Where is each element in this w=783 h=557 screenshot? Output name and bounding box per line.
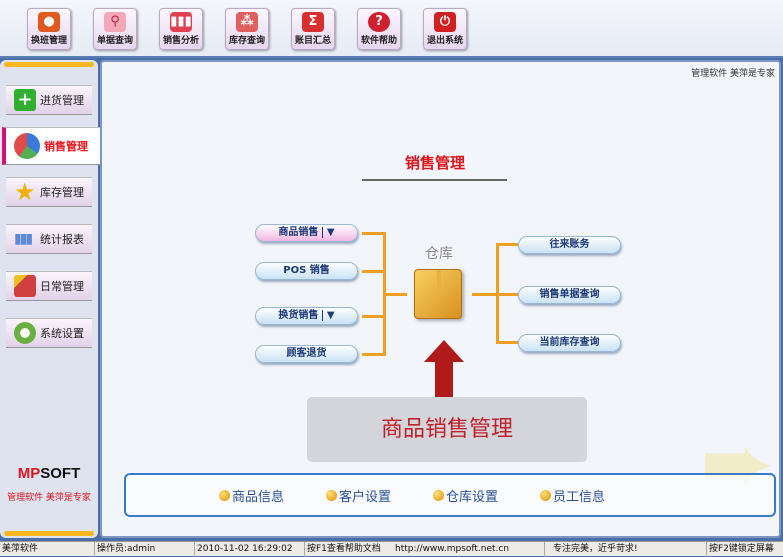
status-url[interactable]: http://www.mpsoft.net.cn bbox=[393, 542, 545, 557]
sidebar-item-daily[interactable]: 日常管理 bbox=[6, 271, 92, 301]
status-datetime: 2010-11-02 16:29:02 bbox=[195, 542, 305, 557]
connector bbox=[496, 243, 518, 246]
connector bbox=[496, 293, 518, 296]
bullet-icon bbox=[326, 489, 338, 501]
tagline: 管理软件 美萍是专家 bbox=[691, 69, 775, 79]
sidebar-bottom-bar bbox=[4, 531, 94, 536]
quick-links: 商品信息 客户设置 仓库设置 员工信息 bbox=[124, 473, 776, 517]
title-underline bbox=[362, 179, 507, 181]
sidebar-item-purchase[interactable]: +进货管理 bbox=[6, 85, 92, 115]
status-motto: 专注完美，近乎苛求! bbox=[545, 542, 707, 557]
exit-button[interactable]: ⏻退出系统 bbox=[423, 8, 467, 50]
pie-icon bbox=[14, 133, 40, 159]
connector bbox=[472, 293, 498, 296]
plus-icon: + bbox=[14, 89, 36, 111]
boxes-icon: ⁂ bbox=[236, 12, 258, 32]
brush-icon bbox=[14, 275, 36, 297]
page-title: 销售管理 bbox=[404, 154, 465, 172]
bullet-icon bbox=[219, 489, 230, 501]
link-customer-settings[interactable]: 客户设置 bbox=[326, 486, 391, 505]
connector bbox=[362, 232, 385, 235]
connector bbox=[383, 232, 386, 356]
dropdown-arrow-icon[interactable]: ▼ bbox=[321, 310, 335, 321]
bars-icon: ▮▮▮ bbox=[14, 231, 33, 247]
warehouse-label: 仓库 bbox=[425, 246, 453, 262]
status-lock: 按F2键锁定屏幕 bbox=[709, 544, 774, 554]
connector bbox=[385, 293, 407, 296]
bullet-icon bbox=[433, 489, 445, 501]
sidebar-item-settings[interactable]: 系统设置 bbox=[6, 318, 92, 348]
sidebar-slogan: 管理软件 美萍是专家 bbox=[7, 493, 91, 503]
sales-analysis-button[interactable]: ▮▮▮销售分析 bbox=[159, 8, 203, 50]
bar-chart-icon: ▮▮▮ bbox=[170, 12, 192, 32]
sales-document-query-button[interactable]: 销售单据查询 bbox=[518, 286, 621, 304]
main-panel: 管理软件 美萍是专家 销售管理 商品销售 ▼ POS 销售 换货销售 ▼ 顾客退… bbox=[100, 60, 781, 538]
exchange-sales-button[interactable]: 换货销售 ▼ bbox=[255, 307, 358, 325]
power-icon: ⏻ bbox=[434, 12, 456, 32]
sidebar: +进货管理 销售管理 ★库存管理 ▮▮▮统计报表 日常管理 系统设置 MPSOF… bbox=[0, 60, 102, 538]
link-staff-info[interactable]: 员工信息 bbox=[540, 486, 605, 505]
users-icon: ● bbox=[38, 12, 60, 32]
sidebar-item-sales[interactable]: 销售管理 bbox=[2, 127, 102, 165]
accounts-button[interactable]: 往来账务 bbox=[518, 236, 621, 254]
dropdown-arrow-icon[interactable]: ▼ bbox=[321, 227, 335, 238]
caption-box: 商品销售管理 bbox=[307, 397, 587, 462]
star-icon: ★ bbox=[14, 178, 36, 206]
warehouse-box-icon bbox=[414, 269, 462, 319]
help-button[interactable]: ?软件帮助 bbox=[357, 8, 401, 50]
link-warehouse-settings[interactable]: 仓库设置 bbox=[433, 486, 498, 505]
status-operator: 操作员:admin bbox=[95, 542, 195, 557]
gear-icon bbox=[14, 322, 36, 344]
sidebar-item-reports[interactable]: ▮▮▮统计报表 bbox=[6, 224, 92, 254]
up-arrow-icon bbox=[424, 340, 464, 362]
help-icon: ? bbox=[368, 12, 390, 32]
pos-sales-button[interactable]: POS 销售 bbox=[255, 262, 358, 280]
sigma-icon: Σ bbox=[302, 12, 324, 32]
status-bar: 美萍软件 操作员:admin 2010-11-02 16:29:02 按F1查看… bbox=[0, 541, 783, 557]
connector bbox=[496, 341, 518, 344]
sidebar-item-inventory[interactable]: ★库存管理 bbox=[6, 177, 92, 207]
product-sales-button[interactable]: 商品销售 ▼ bbox=[255, 224, 358, 242]
status-app: 美萍软件 bbox=[0, 542, 95, 557]
link-product-info[interactable]: 商品信息 bbox=[219, 486, 284, 505]
customer-return-button[interactable]: 顾客退货 bbox=[255, 345, 358, 363]
document-query-button[interactable]: ⚲单据查询 bbox=[93, 8, 137, 50]
status-help: 按F1查看帮助文档 bbox=[307, 544, 381, 554]
up-arrow-shaft bbox=[435, 361, 453, 397]
connector bbox=[362, 315, 385, 318]
sidebar-top-bar bbox=[4, 62, 94, 67]
current-stock-query-button[interactable]: 当前库存查询 bbox=[518, 334, 621, 352]
connector bbox=[362, 353, 385, 356]
magnifier-icon: ⚲ bbox=[104, 12, 126, 32]
mpsoft-logo: MPSOFT bbox=[17, 465, 81, 482]
inventory-query-button[interactable]: ⁂库存查询 bbox=[225, 8, 269, 50]
shift-management-button[interactable]: ●换班管理 bbox=[27, 8, 71, 50]
bullet-icon bbox=[540, 489, 552, 501]
connector bbox=[362, 270, 385, 273]
